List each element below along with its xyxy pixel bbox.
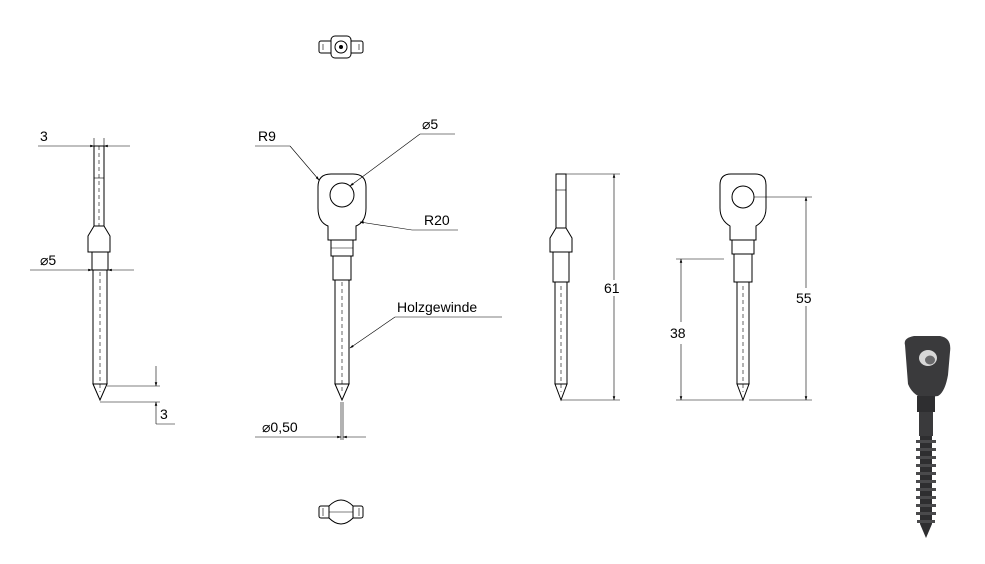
dim-side-tip-length: 3	[160, 406, 168, 422]
dim-front-eye-radius: R9	[258, 128, 276, 144]
dim-hole-to-tip: 55	[796, 290, 812, 306]
front-dimensions: R9 ⌀5 R20 Holzgewinde ⌀0,50	[255, 116, 502, 440]
dim-side-diameter: ⌀5	[40, 252, 56, 268]
bottom-view	[318, 499, 364, 525]
dim-front-thread-label: Holzgewinde	[397, 299, 477, 315]
side-dimensions: 3 ⌀5 3	[30, 128, 175, 425]
hole-to-tip-dimension: 55	[749, 196, 812, 401]
side-view-2	[549, 173, 573, 402]
dim-front-tip-diameter: ⌀0,50	[262, 419, 298, 435]
dim-thread-length: 38	[670, 325, 686, 341]
dim-overall-length: 61	[604, 280, 620, 296]
dim-front-hole-diameter: ⌀5	[422, 116, 438, 132]
overall-length-dimension: 61	[561, 173, 620, 401]
side-view	[87, 145, 111, 402]
top-view	[318, 35, 364, 59]
thread-length-dimension: 38	[670, 258, 743, 401]
dim-front-neck-radius: R20	[424, 212, 450, 228]
screw-3d-render	[904, 336, 951, 538]
dim-side-top-width: 3	[40, 128, 48, 144]
front-view	[317, 173, 367, 402]
front-view-2	[719, 173, 767, 402]
